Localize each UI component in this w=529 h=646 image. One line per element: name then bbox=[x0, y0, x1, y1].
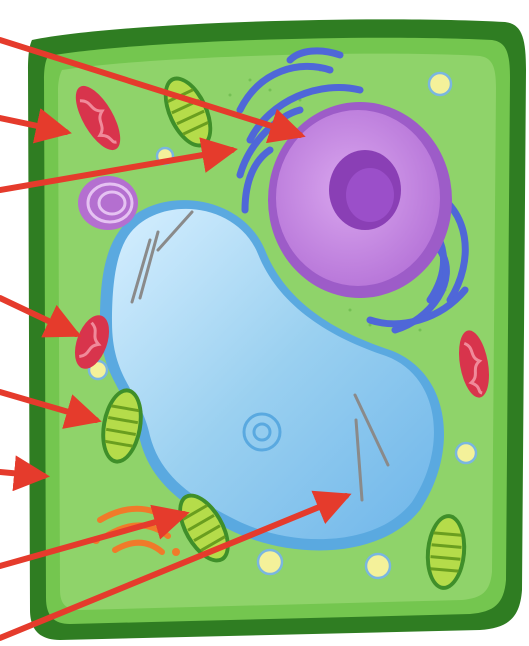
arrow-to-cell-wall bbox=[0, 472, 44, 476]
peroxisome bbox=[78, 176, 138, 230]
